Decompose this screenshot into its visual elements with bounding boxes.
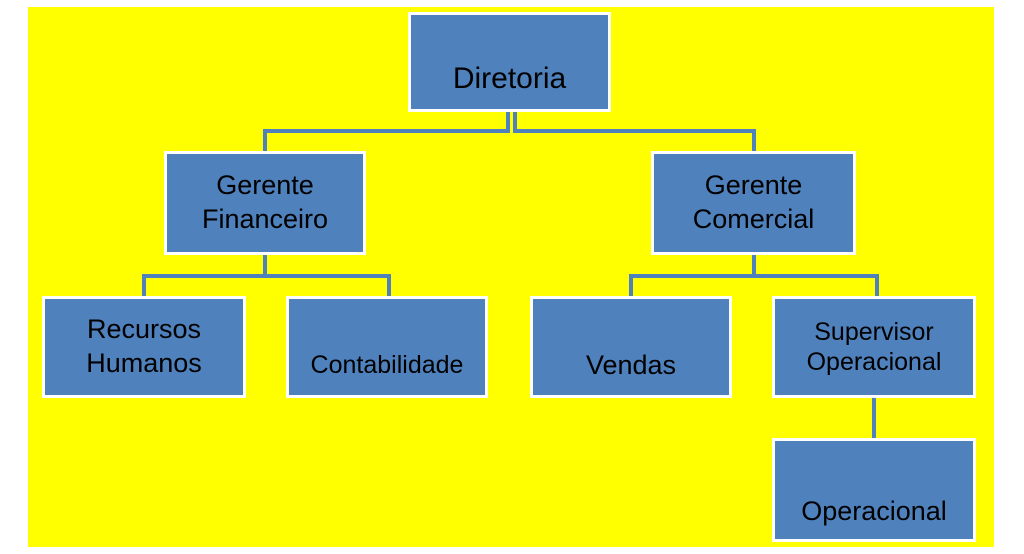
node-contabilidade: Contabilidade bbox=[286, 296, 488, 398]
node-gerente-comercial: Gerente Comercial bbox=[651, 151, 856, 255]
node-diretoria: Diretoria bbox=[408, 12, 611, 112]
node-vendas: Vendas bbox=[530, 296, 732, 398]
node-operacional: Operacional bbox=[772, 438, 976, 542]
node-gerente-financeiro: Gerente Financeiro bbox=[164, 151, 366, 255]
node-label: Gerente Comercial bbox=[692, 170, 815, 234]
node-label: Supervisor Operacional bbox=[806, 318, 942, 376]
node-supervisor-operacional: Supervisor Operacional bbox=[772, 296, 976, 398]
node-recursos-humanos: Recursos Humanos bbox=[42, 296, 246, 398]
node-label: Vendas bbox=[585, 350, 677, 381]
node-label: Operacional bbox=[801, 496, 947, 527]
node-label: Recursos Humanos bbox=[86, 314, 202, 378]
node-label: Gerente Financeiro bbox=[201, 170, 329, 234]
node-label: Diretoria bbox=[452, 61, 567, 95]
node-label: Contabilidade bbox=[310, 350, 464, 379]
